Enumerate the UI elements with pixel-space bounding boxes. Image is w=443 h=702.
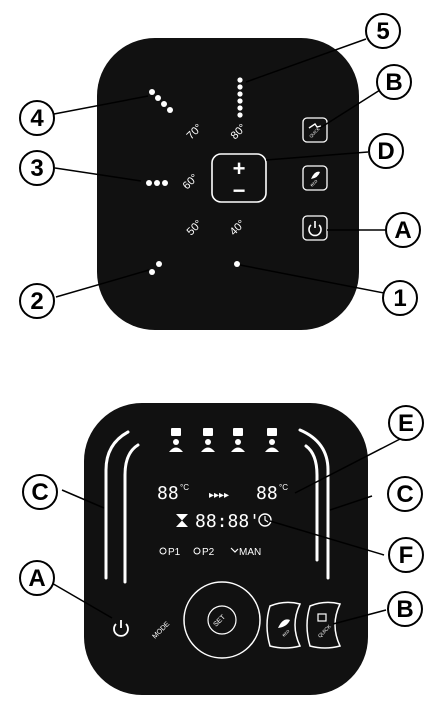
manual-hand-icon	[230, 547, 239, 553]
callout-c-left-label: C	[31, 479, 48, 506]
callout-2-label: 2	[30, 288, 43, 315]
callout-d	[368, 133, 404, 169]
power-icon	[113, 620, 129, 637]
callout-3	[19, 150, 55, 186]
program-1-clock-icon	[159, 547, 167, 555]
callout-5-label: 5	[376, 18, 389, 45]
left-arc-indicator	[104, 430, 140, 584]
clock-icon	[258, 513, 272, 527]
callout-b-bottom-label: B	[396, 596, 413, 623]
callout-1	[382, 280, 418, 316]
callout-b-bottom	[387, 591, 423, 627]
temp-display-left: 88	[157, 483, 179, 504]
callout-a-bottom-label: A	[28, 565, 45, 592]
callout-1-label: 1	[393, 285, 406, 312]
plus-minus-button[interactable]: + −	[211, 153, 267, 203]
flow-arrows: ▸▸▸▸	[209, 490, 229, 501]
eco-button-bottom[interactable]: eco	[266, 601, 302, 649]
level-1-dots	[234, 261, 240, 267]
temp-display-right: 88	[256, 483, 278, 504]
eco-label-top: eco	[309, 178, 319, 188]
callout-c-left	[22, 474, 58, 510]
callout-d-label: D	[377, 138, 394, 165]
callout-a-bottom	[19, 560, 55, 596]
shower-person-icon-4	[265, 428, 279, 452]
callout-e-label: E	[398, 410, 414, 437]
leaf-icon	[278, 619, 290, 628]
callout-b-top	[376, 64, 412, 100]
power-icon	[308, 221, 322, 237]
callout-4	[19, 100, 55, 136]
program-2-clock-icon	[193, 547, 201, 555]
unit-left: °C	[180, 483, 189, 492]
callout-4-label: 4	[30, 105, 44, 132]
leaf-icon	[311, 171, 320, 179]
shower-person-icon-1	[169, 428, 183, 452]
power-button-top[interactable]	[302, 215, 328, 241]
callout-b-top-label: B	[385, 69, 402, 96]
callout-a-top	[385, 212, 421, 248]
program-2-label: P2	[202, 547, 215, 558]
right-arc-indicator	[298, 428, 330, 580]
faucet-icon	[308, 123, 322, 129]
faucet-icon	[317, 613, 327, 622]
callout-e	[388, 405, 424, 441]
unit-right: °C	[279, 483, 288, 492]
manual-label: MAN	[239, 547, 261, 558]
callout-3-label: 3	[30, 155, 43, 182]
eco-button-top[interactable]: eco	[302, 165, 328, 191]
power-button-bottom[interactable]	[113, 620, 129, 637]
callout-c-right	[387, 476, 423, 512]
minus-sign: −	[233, 178, 246, 203]
shower-person-icon-2	[201, 428, 215, 452]
callout-c-right-label: C	[396, 481, 413, 508]
callout-5	[365, 13, 401, 49]
callout-a-top-label: A	[394, 217, 411, 244]
hourglass-icon	[176, 514, 188, 527]
level-2-dots	[149, 261, 162, 275]
eco-label-bottom: eco	[281, 628, 291, 638]
program-1-label: P1	[168, 547, 181, 558]
top-control-panel	[97, 38, 359, 330]
callout-f-label: F	[399, 542, 414, 569]
level-5-dots	[237, 77, 243, 118]
level-3-dots	[146, 180, 168, 186]
time-display: 88:88'	[195, 511, 260, 532]
bottom-control-panel	[84, 403, 368, 695]
callout-2	[19, 283, 55, 319]
callout-f	[388, 537, 424, 573]
level-4-dots	[149, 89, 173, 113]
shower-person-icon-3	[231, 428, 245, 452]
plus-sign: +	[233, 156, 246, 181]
